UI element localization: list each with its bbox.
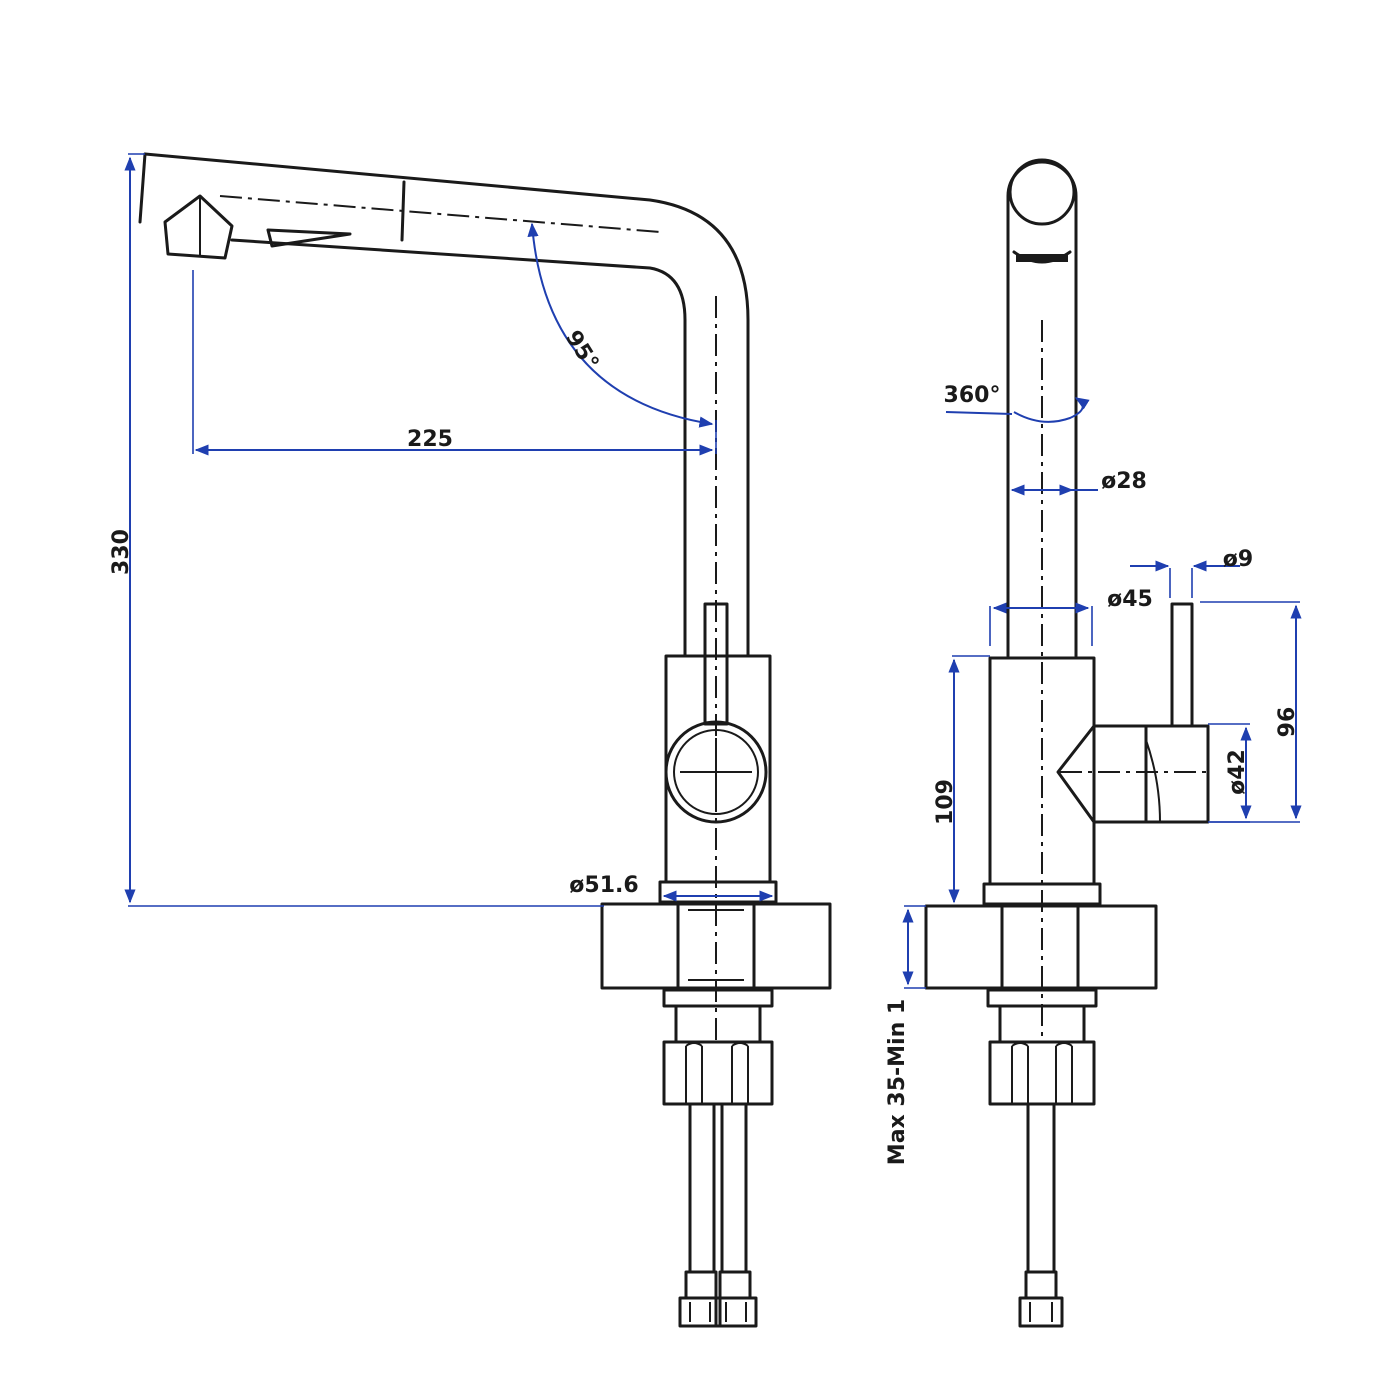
spout-front <box>1006 158 1078 658</box>
label-spout-angle: 95° <box>560 326 603 375</box>
label-handle-dia: ø42 <box>1225 749 1250 795</box>
dim-counter-thickness: Max 35-Min 1 <box>885 905 926 1165</box>
dim-reach: 225 <box>192 270 717 456</box>
label-lever-dia: ø9 <box>1223 547 1253 572</box>
dim-body-dia: ø45 <box>989 587 1153 646</box>
dim-body-height: 109 <box>933 655 990 904</box>
label-spout-dia: ø28 <box>1101 469 1147 494</box>
mounting-side <box>662 988 774 1328</box>
label-handle-height: 96 <box>1275 707 1300 738</box>
mounting-front <box>986 988 1098 1328</box>
dim-spout-dia: ø28 <box>1010 469 1147 496</box>
label-counter-thickness: Max 35-Min 1 <box>885 999 910 1165</box>
dim-rotation: 360° <box>944 383 1090 423</box>
label-rotation: 360° <box>944 383 1001 408</box>
body-side <box>658 654 778 904</box>
label-reach: 225 <box>407 427 453 452</box>
body-front <box>982 602 1210 906</box>
dim-base-dia: ø51.6 <box>569 873 774 902</box>
front-view: 360° ø28 ø9 ø45 96 <box>885 158 1302 1328</box>
side-view: 330 225 95° ø51.6 <box>109 152 832 1328</box>
label-body-height: 109 <box>933 779 958 825</box>
spout-side <box>138 152 750 658</box>
dim-handle-dia: ø42 <box>1208 723 1252 823</box>
label-height-total: 330 <box>109 529 134 575</box>
label-base-dia: ø51.6 <box>569 873 638 898</box>
dim-lever-dia: ø9 <box>1130 547 1253 598</box>
dim-height-total: 330 <box>109 153 604 907</box>
dim-handle-height: 96 <box>1200 601 1302 823</box>
label-body-dia: ø45 <box>1107 587 1153 612</box>
